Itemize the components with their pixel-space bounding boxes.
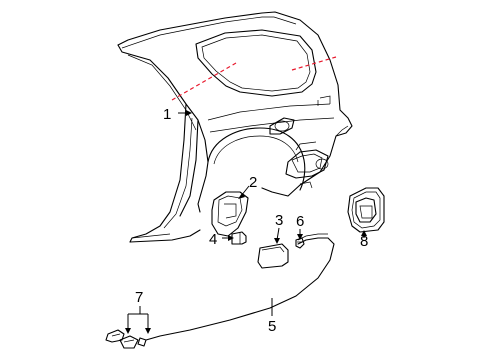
clamp-part-7-left[interactable] (105, 329, 125, 343)
wheelhouse-liner-bracket[interactable] (211, 191, 249, 237)
callout-1: 1 (163, 106, 171, 123)
callout-4: 4 (209, 231, 217, 248)
cut-line-upper-left (171, 62, 237, 101)
callout-3: 3 (275, 212, 283, 229)
clip-part-4[interactable] (231, 231, 247, 245)
fuel-filler-housing[interactable] (347, 187, 385, 233)
clip-part-6[interactable] (295, 237, 305, 249)
callout-7: 7 (135, 289, 143, 306)
fuel-filler-door[interactable] (257, 243, 289, 269)
cut-line-upper-right (291, 56, 337, 71)
clamp-part-7-right[interactable] (119, 335, 139, 349)
callout-6: 6 (296, 213, 304, 230)
callout-8: 8 (360, 233, 368, 250)
release-cable[interactable] (137, 233, 335, 347)
quarter-panel[interactable] (117, 11, 353, 243)
callout-5: 5 (268, 318, 276, 335)
callout-2: 2 (249, 174, 257, 191)
leader-lines (125, 110, 367, 334)
